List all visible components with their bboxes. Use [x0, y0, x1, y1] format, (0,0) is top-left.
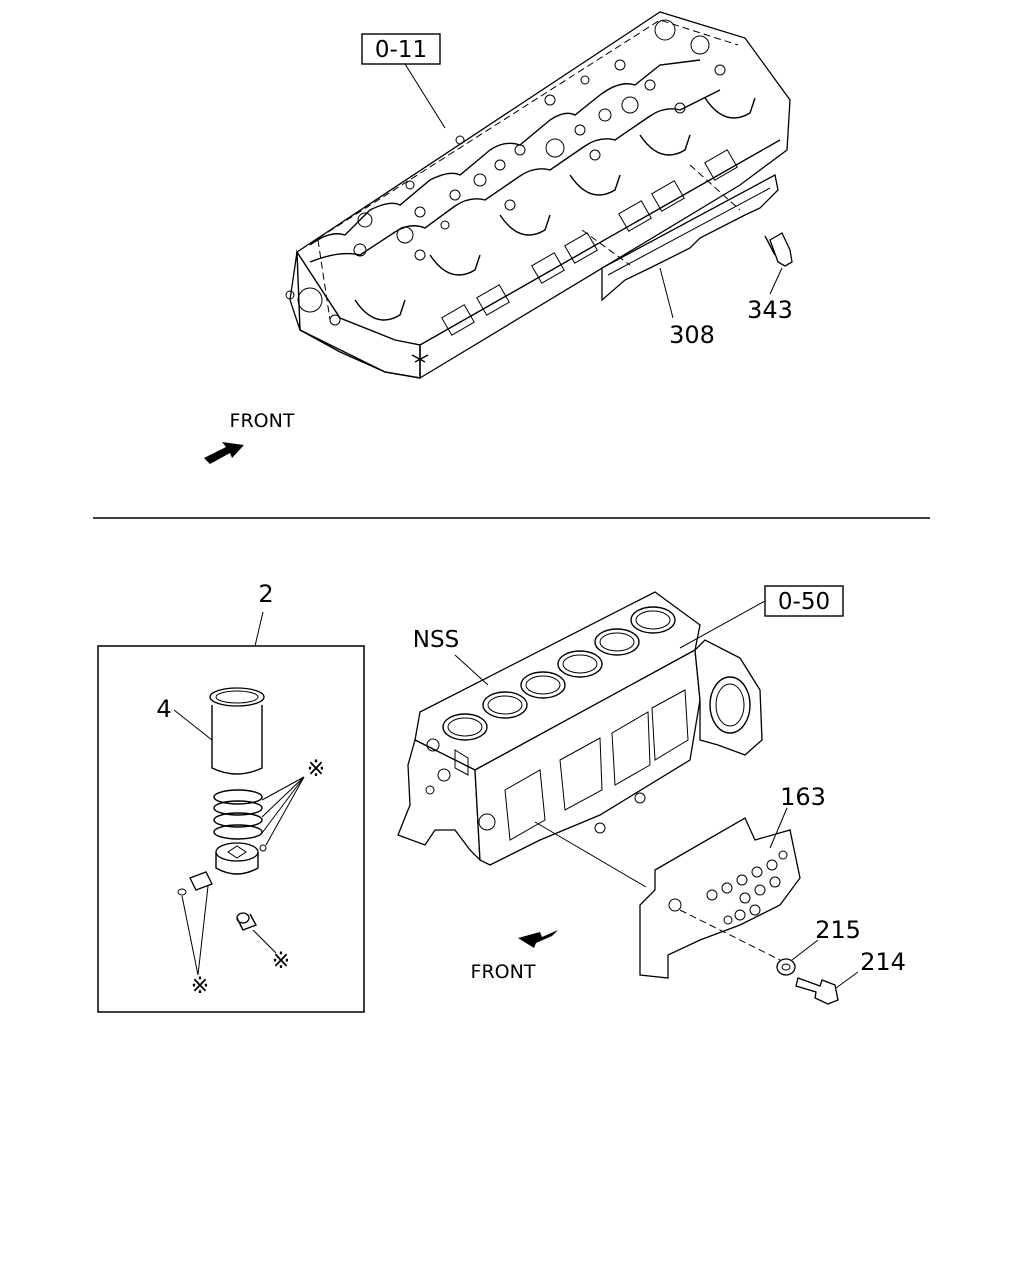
liner-number: 4 — [156, 695, 171, 723]
asterisk-pin: ※ — [191, 974, 209, 999]
top-leaders — [404, 63, 783, 319]
callout-308: 308 — [669, 321, 715, 349]
cylinder-block — [397, 591, 763, 866]
ref-box-0-50-text: 0-50 — [778, 589, 830, 615]
asterisk-rings: ※ — [307, 757, 325, 782]
callout-163: 163 — [780, 783, 826, 811]
piston — [215, 842, 267, 875]
liner-leader — [173, 709, 213, 741]
callout-343: 343 — [747, 296, 793, 324]
kit-box — [97, 645, 365, 1013]
callout-214: 214 — [860, 948, 906, 976]
front-label-top: FRONT — [230, 410, 295, 432]
piston-rings — [213, 789, 263, 840]
plate-163 — [639, 817, 801, 979]
ref-box-0-11: 0-11 — [361, 33, 441, 65]
cylinder-liner — [209, 687, 265, 775]
washer-215 — [776, 958, 796, 976]
piston-pin — [177, 871, 213, 896]
bolt-axis — [679, 909, 781, 961]
kit-leader — [254, 611, 264, 647]
bolt-214 — [795, 977, 839, 1005]
front-arrow-bottom-icon — [518, 930, 558, 948]
plate-to-block-leader — [534, 821, 647, 888]
front-arrow-top-icon — [204, 442, 244, 464]
nss-leader — [454, 654, 489, 686]
ref-box-0-50: 0-50 — [764, 585, 844, 617]
callout-215: 215 — [815, 916, 861, 944]
bolt-leader — [835, 971, 859, 989]
asterisk-leaders — [181, 776, 305, 976]
bolt-343 — [764, 232, 793, 267]
washer-leader — [791, 939, 819, 961]
cylinder-head — [285, 11, 791, 379]
plate-leader — [769, 807, 788, 849]
bushing — [236, 912, 257, 931]
ref-box-0-11-text: 0-11 — [375, 37, 427, 63]
kit-number: 2 — [258, 580, 273, 608]
front-label-bottom: FRONT — [471, 961, 536, 983]
asterisk-bush: ※ — [272, 949, 290, 974]
bracket-308 — [581, 164, 779, 302]
ref-0-50-leader — [679, 600, 766, 649]
nss-label: NSS — [413, 627, 459, 653]
